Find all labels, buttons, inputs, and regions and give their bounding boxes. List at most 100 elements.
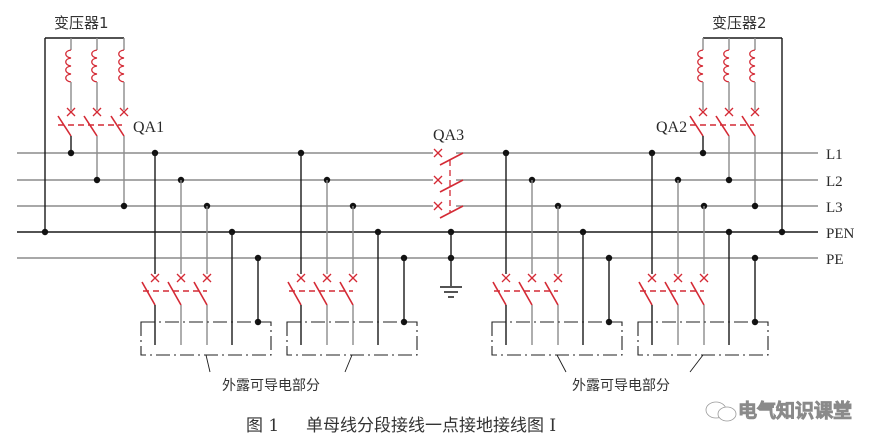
qa3-blade	[439, 179, 464, 193]
coil-path	[91, 49, 98, 83]
breaker-pole	[287, 273, 306, 306]
junction-dot	[67, 149, 75, 157]
transformer-2	[689, 37, 786, 236]
load-groups	[140, 149, 769, 373]
transformer-2-label: 变压器2	[712, 14, 767, 32]
x-stroke	[724, 107, 734, 117]
load-group-4	[637, 149, 769, 373]
breaker-pole	[544, 273, 563, 306]
breaker-pole	[741, 107, 760, 137]
exposed-parts-label-left: 外露可导电部分	[222, 378, 320, 394]
x-stroke	[202, 273, 212, 283]
breaker-blade	[167, 281, 182, 306]
breaker-pole	[492, 273, 511, 306]
x-stroke	[176, 273, 186, 283]
transformer-coil-icon	[118, 49, 125, 83]
transformer-coil-icon	[723, 49, 730, 83]
junction-dot	[751, 202, 759, 210]
breaker-trip-x-icon	[501, 273, 511, 283]
load-group-1	[140, 149, 272, 373]
breaker-trip-x-icon	[66, 107, 76, 117]
load-group-2	[286, 149, 418, 373]
breaker-blade	[339, 281, 354, 306]
bus-coupler-qa3	[433, 148, 464, 219]
coil-path	[65, 49, 72, 83]
transformer-coil-icon	[65, 49, 72, 83]
breaker-qa3-label: QA3	[433, 127, 464, 144]
breaker-pole	[141, 273, 160, 306]
breaker-pole	[57, 107, 76, 137]
exposed-conductive-part-box	[491, 321, 623, 356]
breaker-trip-x-icon	[699, 273, 709, 283]
transformer-coil-icon	[697, 49, 704, 83]
transformer-1	[41, 37, 129, 236]
label-leader	[556, 354, 567, 373]
coil-path	[697, 49, 704, 83]
junction-dot	[254, 318, 262, 326]
breaker-trip-x-icon	[176, 273, 186, 283]
x-stroke	[296, 273, 306, 283]
x-stroke	[501, 273, 511, 283]
breaker-blade	[690, 281, 705, 306]
junction-dot	[778, 228, 786, 236]
transformer-coil-icon	[91, 49, 98, 83]
coil-path	[749, 49, 756, 83]
x-stroke	[92, 107, 102, 117]
breaker-pole	[689, 107, 708, 137]
breaker-blade	[313, 281, 328, 306]
qa3-blade	[439, 152, 464, 166]
exposed-conductive-part-box	[286, 321, 418, 356]
breaker-blade	[110, 115, 125, 137]
x-stroke	[348, 273, 358, 283]
breaker-trip-x-icon	[553, 273, 563, 283]
figure-number: 图 1	[246, 416, 279, 436]
breaker-blade	[664, 281, 679, 306]
x-stroke	[119, 107, 129, 117]
bus-label-l1: L1	[826, 147, 843, 163]
breaker-trip-x-icon	[698, 107, 708, 117]
breaker-pole	[518, 273, 537, 306]
transformer-coil-icon	[749, 49, 756, 83]
breaker-pole	[110, 107, 129, 137]
earth-ground-icon	[440, 228, 462, 298]
bus-label-l3: L3	[826, 200, 843, 216]
breaker-blade	[492, 281, 507, 306]
x-stroke	[150, 273, 160, 283]
breaker-trip-x-icon	[150, 273, 160, 283]
breaker-blade	[518, 281, 533, 306]
breaker-trip-x-icon	[119, 107, 129, 117]
breaker-pole	[313, 273, 332, 306]
junction-dot	[699, 149, 707, 157]
breaker-qa2-label: QA2	[656, 119, 687, 136]
breaker-trip-x-icon	[724, 107, 734, 117]
x-stroke	[698, 107, 708, 117]
breaker-pole	[167, 273, 186, 306]
breaker-blade	[57, 115, 72, 137]
breaker-pole	[664, 273, 683, 306]
watermark-text: 电气知识课堂	[738, 399, 852, 422]
bus-lines	[17, 152, 818, 259]
junction-dot	[120, 202, 128, 210]
breaker-trip-x-icon	[348, 273, 358, 283]
transformer-1-label: 变压器1	[54, 14, 109, 32]
watermark: 电气知识课堂	[705, 399, 852, 422]
breaker-pole	[690, 273, 709, 306]
x-stroke	[750, 107, 760, 117]
breaker-trip-x-icon	[92, 107, 102, 117]
coil-path	[723, 49, 730, 83]
breaker-pole	[339, 273, 358, 306]
breaker-qa1-label: QA1	[133, 119, 164, 136]
x-stroke	[647, 273, 657, 283]
breaker-trip-x-icon	[673, 273, 683, 283]
exposed-conductive-part-box	[140, 321, 272, 356]
breaker-trip-x-icon	[750, 107, 760, 117]
exposed-conductive-part-box	[637, 321, 769, 356]
label-leader	[689, 354, 704, 373]
junction-dot	[93, 176, 101, 184]
breaker-trip-x-icon	[296, 273, 306, 283]
breaker-trip-x-icon	[647, 273, 657, 283]
breaker-blade	[193, 281, 208, 306]
junction-dot	[751, 318, 759, 326]
junction-dot	[400, 318, 408, 326]
